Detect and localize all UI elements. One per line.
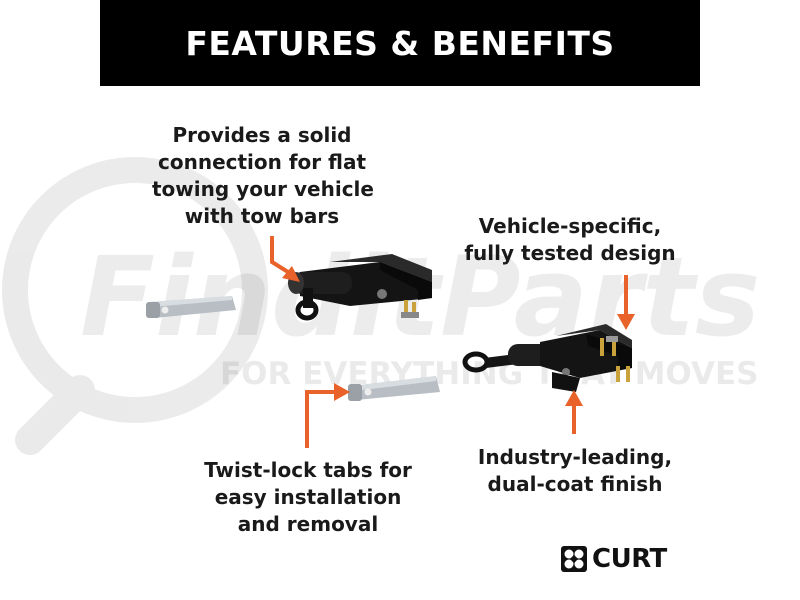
- callout-line: towing your vehicle: [152, 177, 374, 201]
- callout-line: Twist-lock tabs for: [204, 458, 412, 482]
- twist-lock-pin-middle: [348, 376, 440, 401]
- callout-twist-lock: Twist-lock tabs for easy installation an…: [196, 457, 420, 538]
- callout-line: fully tested design: [464, 241, 676, 265]
- arrow-solid-connection: [270, 236, 290, 274]
- page-title: FEATURES & BENEFITS: [185, 24, 615, 63]
- brand-logo: CURT: [560, 540, 667, 578]
- callout-line: connection for flat: [158, 150, 366, 174]
- callout-line: easy installation: [214, 485, 402, 509]
- callout-line: and removal: [237, 512, 379, 536]
- arrow-solid-connection-head: [282, 266, 300, 282]
- arrow-vehicle-specific: [617, 275, 635, 330]
- arrow-twist-lock: [305, 383, 350, 448]
- brand-name: CURT: [592, 544, 667, 574]
- arrow-finish: [565, 390, 583, 434]
- header-bar: FEATURES & BENEFITS: [100, 0, 700, 86]
- callout-solid-connection: Provides a solid connection for flat tow…: [152, 122, 374, 230]
- callout-line: Provides a solid: [172, 123, 352, 147]
- baseplate-bracket-top: [288, 254, 432, 321]
- callout-line: Vehicle-specific,: [478, 214, 662, 238]
- callout-line: Industry-leading,: [477, 445, 673, 469]
- twist-lock-pin-left: [146, 296, 236, 318]
- baseplate-bracket-right: [462, 324, 632, 392]
- curt-emblem-icon: [561, 546, 587, 572]
- callout-line: with tow bars: [184, 204, 340, 228]
- callout-finish: Industry-leading, dual-coat finish: [470, 444, 680, 498]
- callout-vehicle-specific: Vehicle-specific, fully tested design: [462, 213, 678, 267]
- callout-line: dual-coat finish: [487, 472, 663, 496]
